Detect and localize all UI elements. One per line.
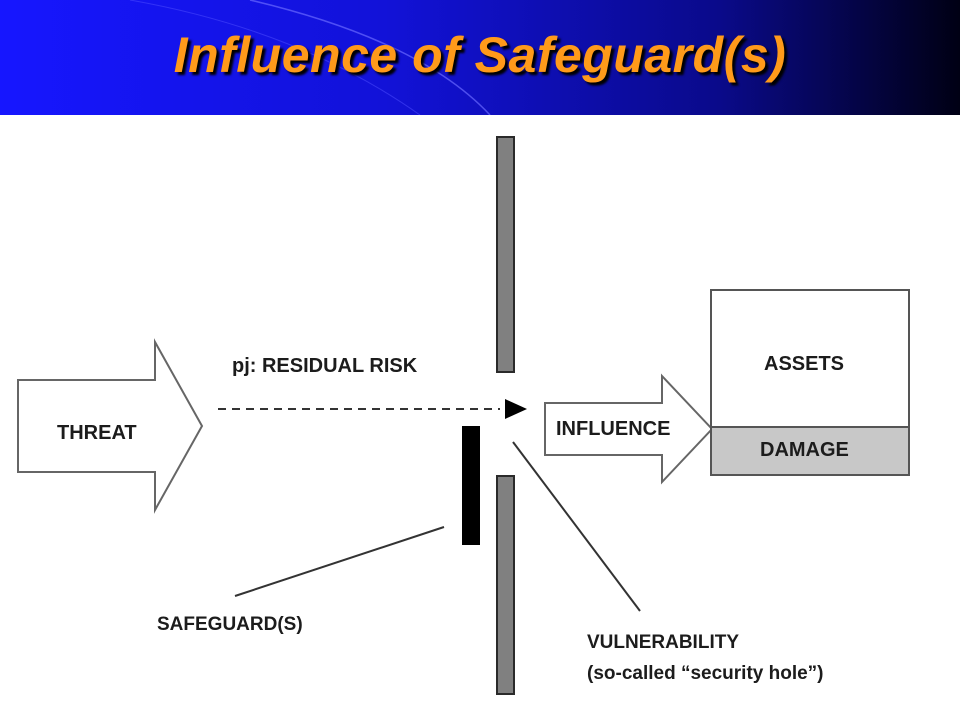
assets-label: ASSETS <box>764 353 845 375</box>
safeguard-bar <box>462 426 480 545</box>
vulnerability-note-label: (so-called “security hole”) <box>587 663 824 684</box>
damage-label: DAMAGE <box>760 439 849 461</box>
vulnerability-label: VULNERABILITY <box>587 632 739 653</box>
vulnerability-pointer-line <box>512 441 641 612</box>
residual-risk-label: pj: RESIDUAL RISK <box>232 355 418 377</box>
lower-barrier-bar <box>496 475 515 695</box>
safeguard-pointer-line <box>234 526 445 597</box>
damage-box <box>710 426 910 476</box>
title-bar: Influence of Safeguard(s) <box>0 0 960 115</box>
upper-barrier-bar <box>496 136 515 373</box>
threat-arrow <box>17 338 204 514</box>
influence-arrow <box>544 373 714 485</box>
safeguards-label: SAFEGUARD(S) <box>157 614 303 635</box>
title-swoosh-decoration <box>129 0 491 115</box>
threat-label: THREAT <box>57 422 137 444</box>
slide-title: Influence of Safeguard(s) <box>173 27 787 83</box>
assets-box <box>710 289 910 428</box>
influence-label: INFLUENCE <box>556 418 671 440</box>
residual-risk-arrowhead <box>505 399 527 419</box>
